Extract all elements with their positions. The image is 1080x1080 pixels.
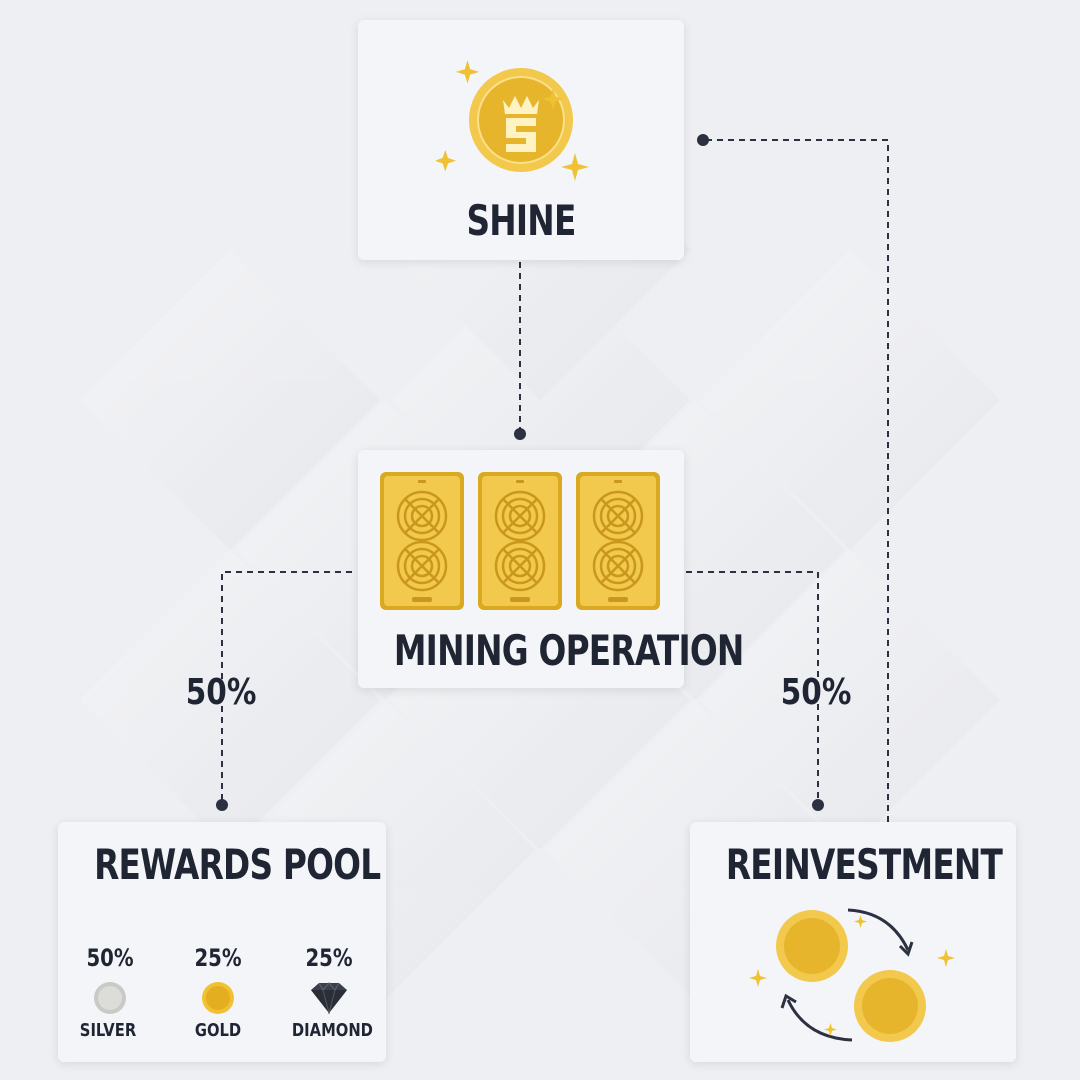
mining-operation-title: MINING OPERATION — [393, 626, 744, 675]
diamond-icon — [311, 982, 347, 1014]
reinvestment-card: REINVESTMENT — [690, 822, 1016, 1062]
diamond-percent: 25% — [305, 944, 353, 972]
right-split-percent: 50% — [780, 672, 852, 713]
shine-coin-icon — [436, 60, 589, 181]
gold-percent: 25% — [194, 944, 242, 972]
silver-percent: 50% — [86, 944, 134, 972]
mining-rigs-icon — [380, 472, 662, 610]
mining-operation-card: MINING OPERATION — [358, 450, 744, 688]
silver-label: SILVER — [79, 1020, 137, 1041]
gold-label: GOLD — [194, 1020, 242, 1041]
shine-title: SHINE — [466, 196, 576, 245]
left-split-percent: 50% — [185, 672, 257, 713]
rewards-pool-card: REWARDS POOL — [58, 822, 386, 1062]
rewards-pool-title: REWARDS POOL — [94, 840, 381, 889]
reinvestment-cycle-icon — [749, 908, 955, 1042]
shine-card: SHINE — [358, 20, 684, 260]
gold-coin-icon — [202, 982, 234, 1014]
reinvestment-title: REINVESTMENT — [725, 840, 1003, 889]
diamond-label: DIAMOND — [291, 1020, 373, 1041]
silver-coin-icon — [94, 982, 126, 1014]
